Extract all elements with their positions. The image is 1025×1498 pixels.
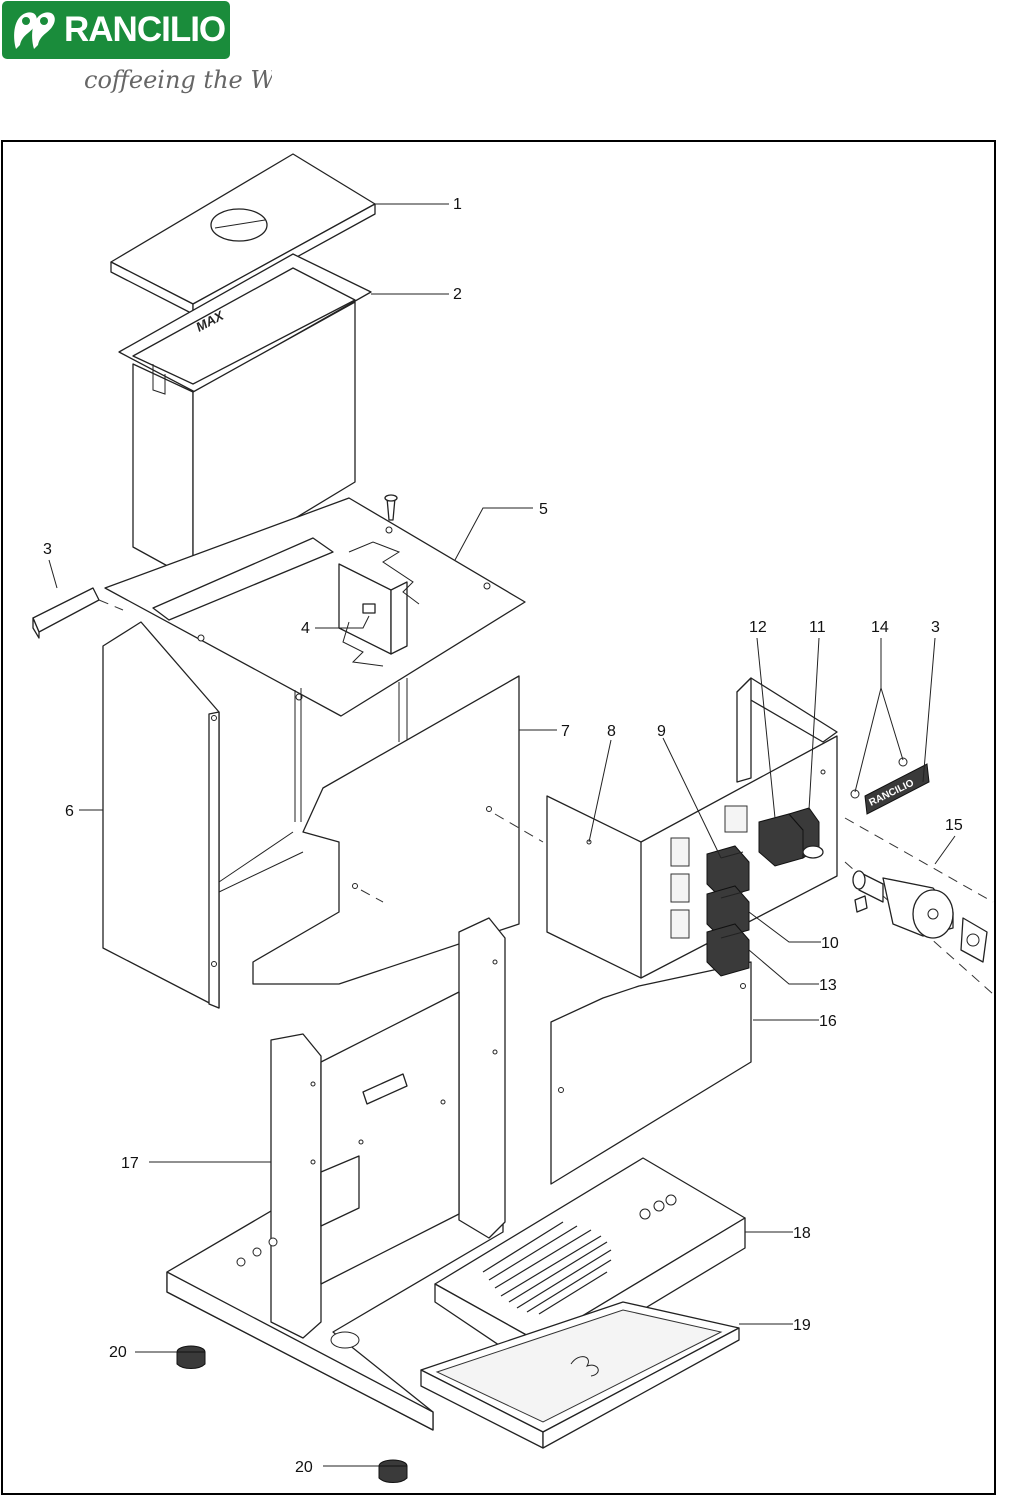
rancilio-logo: RANCILIO coffeeing the World [0,0,280,110]
callout-12: 12 [749,619,767,636]
part-water-tank: MAX [118,253,372,581]
callout-13: 13 [819,977,837,994]
callout-20-left: 20 [109,1344,127,1361]
brand-tagline-text: coffeeing the World [84,66,272,94]
callout-8: 8 [607,723,616,740]
part-side-plate [32,587,124,639]
part-side-panel [102,621,408,1009]
logo-badge: RANCILIO [2,1,230,59]
callout-14: 14 [871,619,889,636]
callout-labels: 1 2 3 3 4 5 6 7 8 9 10 11 12 13 14 15 16… [43,196,963,1476]
callout-16: 16 [819,1013,837,1030]
callout-4: 4 [301,620,310,637]
callout-19: 19 [793,1317,811,1334]
part-bracket [338,541,420,667]
leader-lines [48,203,956,1467]
callout-1: 1 [453,196,462,213]
part-knob-assembly [844,817,994,995]
callout-10: 10 [821,935,839,952]
exploded-parts-diagram: MAX [32,153,994,1483]
callout-3-right: 3 [931,619,940,636]
part-base-frame [166,917,506,1431]
callout-7: 7 [561,723,570,740]
rancilio-emblem-icon [14,12,55,49]
callout-18: 18 [793,1225,811,1242]
part-lower-front-panel [550,961,752,1185]
part-foot [176,1345,408,1483]
part-top-plate [104,494,526,717]
part-drip-tray [420,1301,740,1449]
brand-tagline: coffeeing the World [84,66,272,94]
part-front-console [546,677,838,979]
callout-20-bottom: 20 [295,1459,313,1476]
callout-15: 15 [945,817,963,834]
callout-2: 2 [453,286,462,303]
callout-5: 5 [539,501,548,518]
part-badge: RANCILIO [850,757,930,815]
callout-6: 6 [65,803,74,820]
part-switch-pair [758,807,824,867]
callout-11: 11 [809,619,826,636]
callout-3-left: 3 [43,541,52,558]
part-inner-panel [252,675,544,985]
brand-name: RANCILIO [64,10,226,49]
callout-17: 17 [121,1155,139,1172]
part-switch-stack [706,845,750,977]
diagram-frame: MAX [1,140,996,1495]
callout-9: 9 [657,723,666,740]
